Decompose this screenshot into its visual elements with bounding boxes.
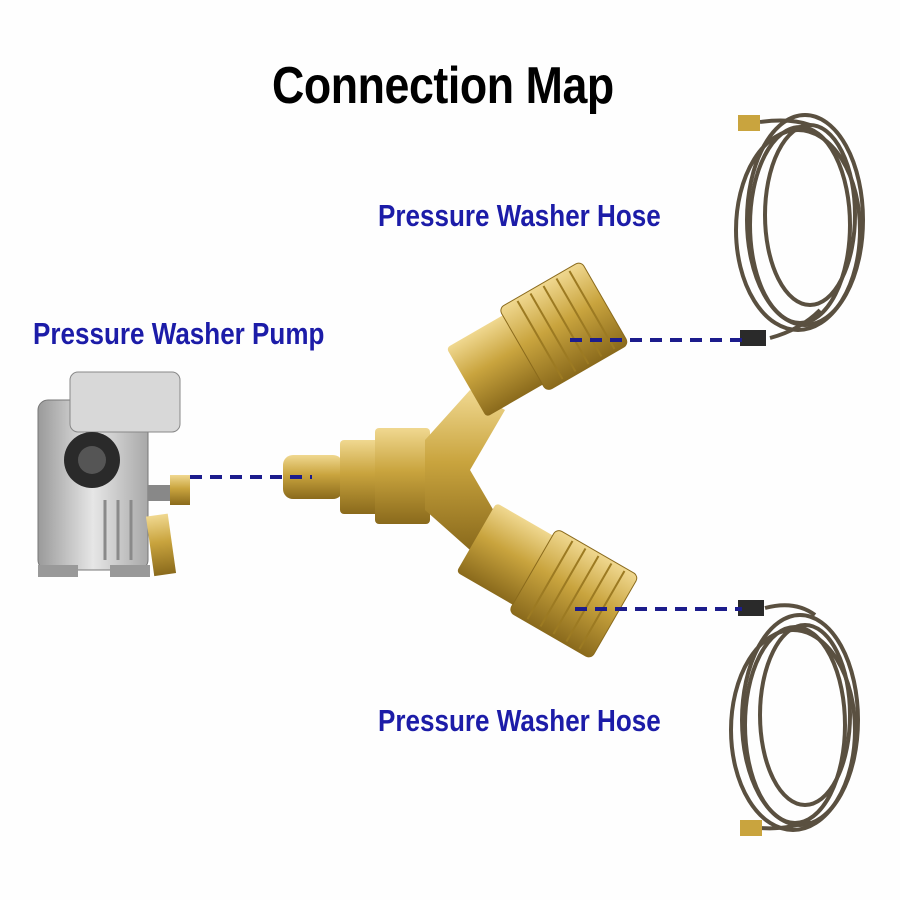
brass-y-connector-image [283, 262, 638, 658]
top-hose-label: Pressure Washer Hose [378, 198, 661, 233]
pump-label: Pressure Washer Pump [33, 316, 325, 351]
diagram-title: Connection Map [272, 57, 614, 115]
pressure-washer-hose-bottom-image [729, 600, 860, 836]
pressure-washer-hose-top-image [734, 113, 865, 346]
bottom-hose-label: Pressure Washer Hose [378, 703, 661, 738]
pressure-washer-pump-image [37, 371, 190, 577]
